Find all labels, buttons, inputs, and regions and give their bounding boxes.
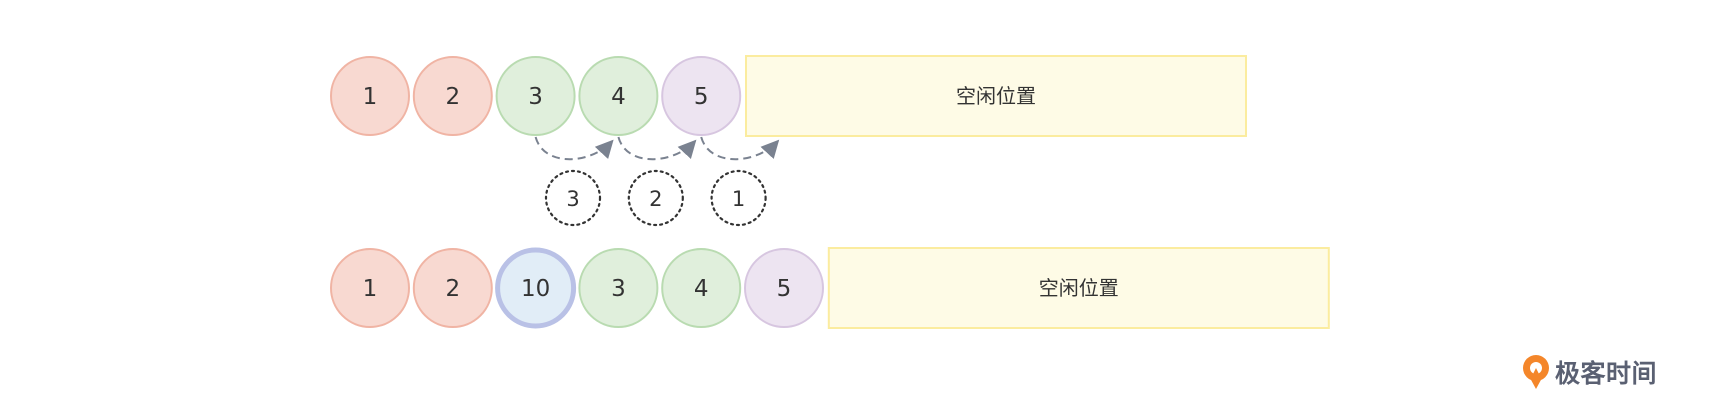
bottom-cell-5: 5 (744, 248, 824, 328)
element-label: 10 (521, 276, 550, 302)
element-circle (661, 248, 742, 328)
element-label: 2 (445, 276, 460, 302)
element-label: 5 (694, 84, 709, 110)
step-marker-circle (544, 169, 602, 227)
step-marker-label: 3 (566, 187, 579, 211)
free-slot-label: 空闲位置 (1039, 276, 1119, 300)
element-circle (744, 248, 824, 328)
element-label: 1 (363, 276, 378, 302)
top-cell-4: 4 (578, 56, 659, 136)
shift-arrow (617, 136, 697, 161)
bottom-cell-10: 10 (495, 247, 577, 329)
free-slot-label: 空闲位置 (956, 84, 1036, 108)
move-step-1: 1 (700, 136, 780, 227)
bottom-cell-3: 3 (578, 248, 659, 328)
shift-arrow (534, 136, 614, 161)
element-circle (330, 56, 410, 136)
element-circle (330, 248, 410, 328)
step-marker-circle (627, 169, 684, 227)
free-slot-box (745, 55, 1247, 137)
element-label: 2 (445, 84, 460, 110)
element-label: 4 (694, 276, 709, 302)
element-circle (412, 56, 493, 136)
shift-moves: 3 2 1 (534, 136, 780, 227)
top-cell-5: 5 (661, 56, 742, 136)
element-label: 4 (611, 84, 626, 110)
element-circle (412, 248, 493, 328)
geektime-logo-icon (1523, 355, 1549, 389)
geektime-logo-text: 极客时间 (1555, 359, 1658, 388)
bottom-free-slot: 空闲位置 (827, 247, 1330, 329)
element-label: 5 (777, 276, 792, 302)
step-marker-label: 2 (649, 187, 662, 211)
top-free-slot: 空闲位置 (745, 55, 1247, 137)
top-cell-1: 1 (330, 56, 410, 136)
move-step-2: 2 (617, 136, 697, 227)
element-label: 1 (363, 84, 378, 110)
move-step-3: 3 (534, 136, 614, 227)
element-circle (578, 56, 659, 136)
inserted-element-circle (495, 247, 577, 329)
element-label: 3 (528, 84, 543, 110)
element-circle (495, 56, 576, 136)
element-label: 3 (611, 276, 626, 302)
shift-arrow (700, 136, 780, 161)
top-array-row: 1 2 3 4 5 空闲位置 (330, 55, 1247, 137)
bottom-cell-1: 1 (330, 248, 410, 328)
geektime-logo: 极客时间 (1521, 352, 1657, 392)
step-marker-circle (710, 169, 767, 227)
free-slot-box (827, 247, 1330, 329)
step-marker-label: 1 (732, 187, 745, 211)
element-circle (578, 248, 659, 328)
bottom-cell-2: 2 (412, 248, 493, 328)
element-circle (661, 56, 742, 136)
bottom-cell-4: 4 (661, 248, 742, 328)
top-cell-3: 3 (495, 56, 576, 136)
bottom-array-row: 1 2 10 3 4 5 空闲位置 (330, 247, 1330, 329)
top-cell-2: 2 (412, 56, 493, 136)
